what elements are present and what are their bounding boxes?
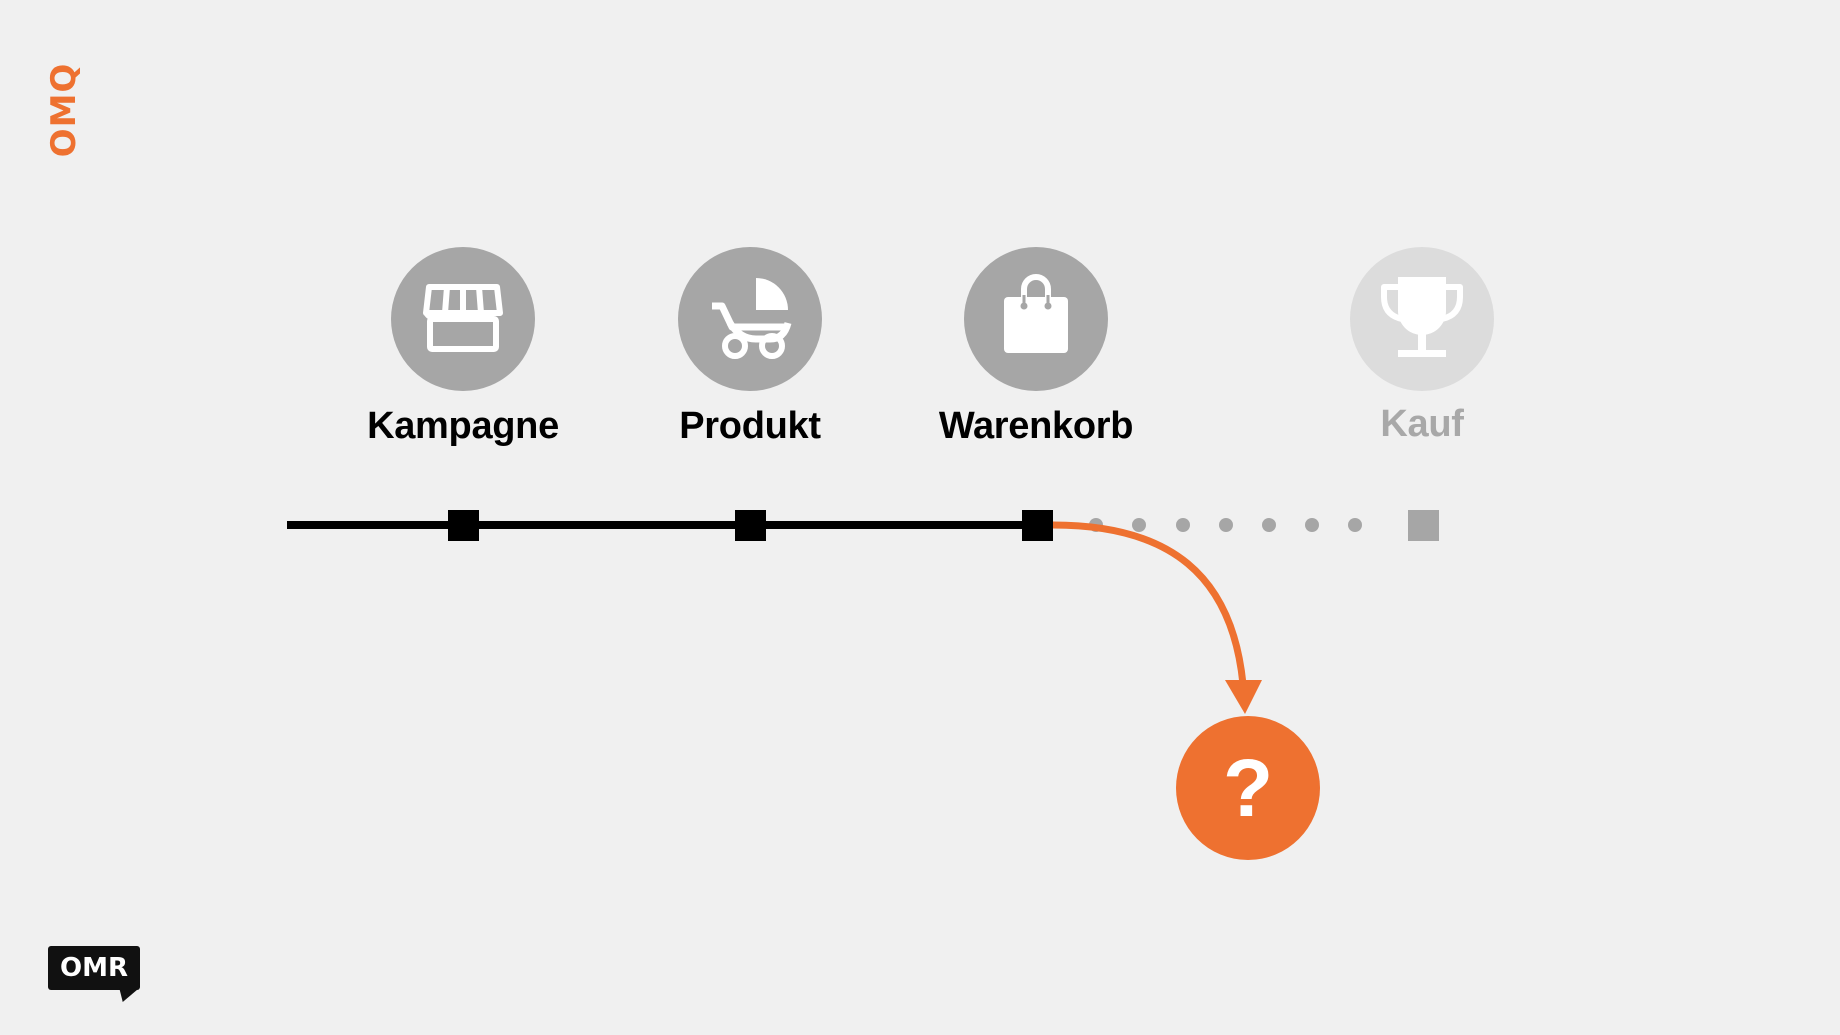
drop-off-arrowhead (1225, 680, 1262, 714)
drop-off-arrow (1052, 521, 1247, 685)
omr-logo: OMR (48, 946, 140, 990)
shopping-bag-icon (1004, 274, 1068, 353)
step-marker-kampagne (448, 510, 479, 541)
step-circle-produkt (678, 247, 822, 391)
trophy-icon (1381, 277, 1463, 357)
timeline-dot (1348, 518, 1362, 532)
question-mark-icon: ? (1223, 743, 1273, 834)
omr-logo-text: OMR (60, 953, 128, 983)
step-label-warenkorb: Warenkorb (938, 405, 1134, 447)
timeline-dot (1219, 518, 1233, 532)
timeline-dot (1132, 518, 1146, 532)
outcome-circle (1176, 716, 1320, 860)
step-marker-kauf (1408, 510, 1439, 541)
storefront-icon (423, 284, 503, 352)
timeline-dot (1262, 518, 1276, 532)
step-label-kampagne: Kampagne (367, 405, 559, 447)
step-label-produkt: Produkt (679, 405, 821, 447)
timeline-dot (1305, 518, 1319, 532)
stroller-icon (712, 278, 792, 359)
timeline-dot (1176, 518, 1190, 532)
step-marker-warenkorb (1022, 510, 1053, 541)
step-label-kauf: Kauf (1380, 403, 1464, 445)
step-marker-produkt (735, 510, 766, 541)
